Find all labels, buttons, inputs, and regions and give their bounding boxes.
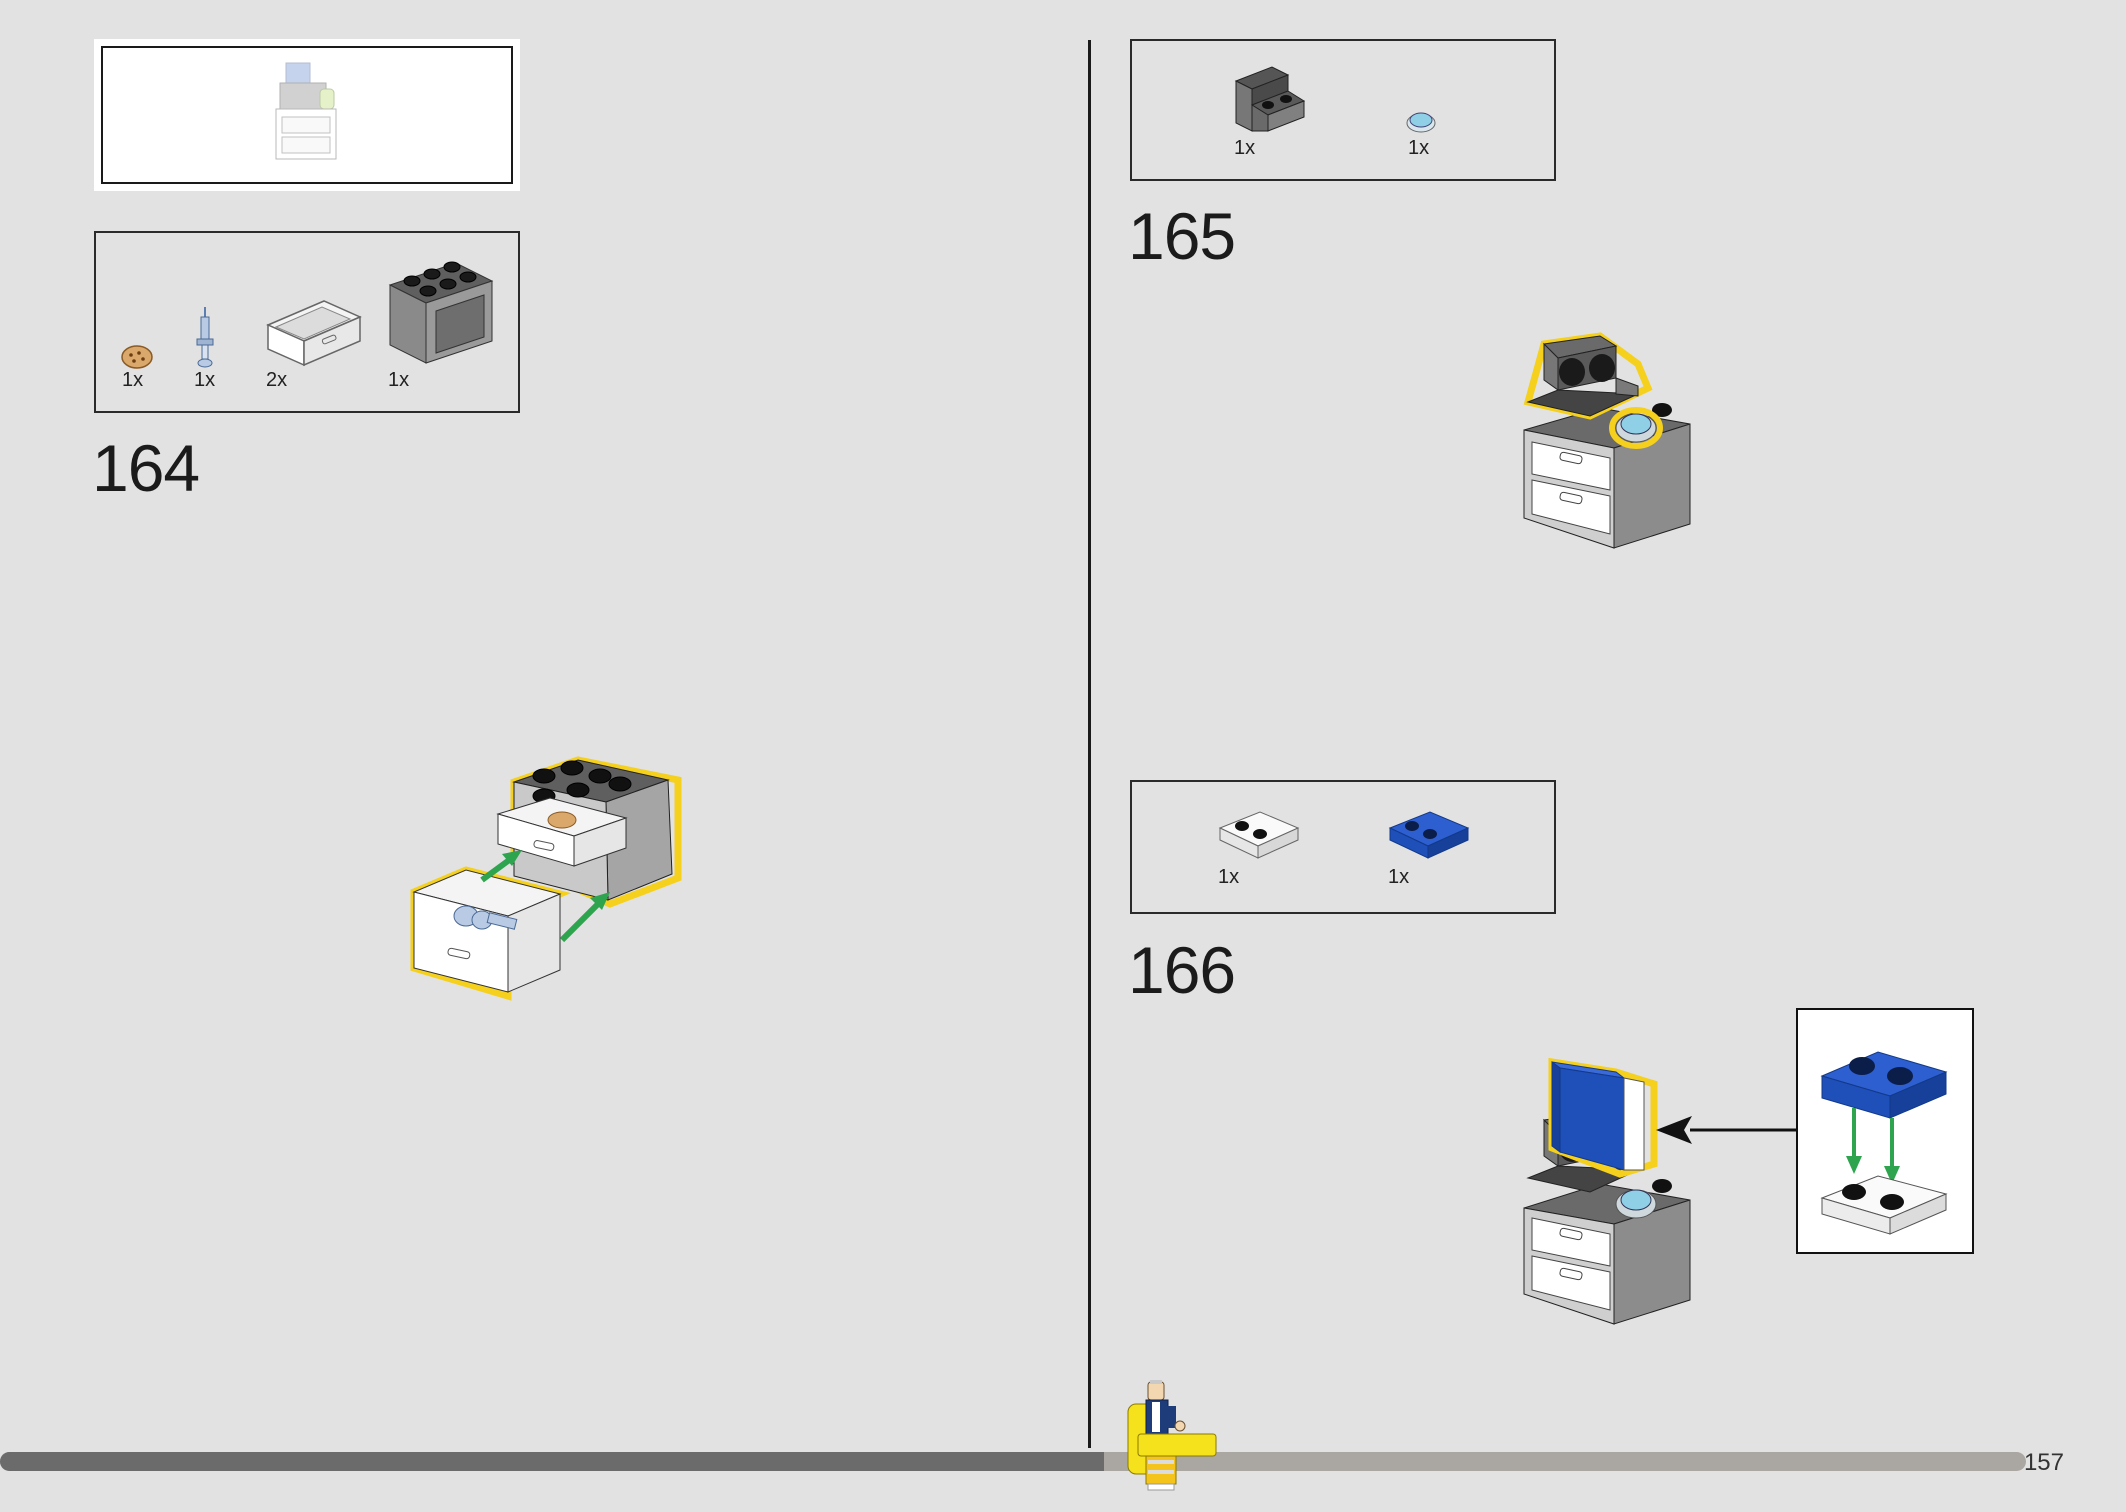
page-divider bbox=[1088, 40, 1091, 1448]
part-qty: 1x bbox=[1234, 137, 1256, 159]
step-166-assembly-illustration bbox=[1523, 1057, 1691, 1325]
step-number: 166 bbox=[1128, 933, 1236, 1007]
submodel-cabinet-preview-icon bbox=[275, 62, 337, 160]
step-166-parts-list: 1x 1x bbox=[1130, 780, 1556, 914]
part-qty: 1x bbox=[1408, 137, 1430, 159]
step-164-assembly-illustration bbox=[410, 756, 682, 1001]
minifigure-progress-icon bbox=[1127, 1380, 1217, 1491]
page-number: 157 bbox=[2023, 1449, 2064, 1476]
progress-fill bbox=[0, 1452, 1105, 1471]
step-164-parts-list: 1x 1x 2x 1x bbox=[94, 231, 520, 413]
step-165-assembly-illustration bbox=[1523, 332, 1691, 549]
instruction-progress-bar bbox=[0, 1452, 2026, 1471]
part-qty: 1x bbox=[122, 369, 144, 391]
part-qty: 1x bbox=[194, 369, 216, 391]
white-plate-2x2-icon bbox=[1218, 811, 1300, 859]
part-qty: 1x bbox=[388, 369, 410, 391]
bracket-plate-icon bbox=[1234, 66, 1306, 132]
step-number: 164 bbox=[92, 431, 200, 505]
plate-stacking-illustration bbox=[1820, 1051, 1948, 1235]
submodel-preview-frame bbox=[94, 39, 520, 191]
drawer-icon bbox=[266, 300, 362, 367]
step-165-parts-list: 1x 1x bbox=[1130, 39, 1556, 181]
blue-plate-2x2-icon bbox=[1388, 811, 1470, 859]
round-tile-clock-icon bbox=[1406, 112, 1436, 133]
step-166-callout bbox=[1796, 1008, 1974, 1254]
part-qty: 1x bbox=[1388, 866, 1410, 888]
step-number: 165 bbox=[1128, 199, 1236, 273]
cabinet-2x3x2-icon bbox=[388, 261, 494, 364]
cookie-tile-icon bbox=[121, 345, 153, 369]
part-qty: 1x bbox=[1218, 866, 1240, 888]
callout-arrow bbox=[1656, 1116, 1800, 1144]
syringe-piece-icon bbox=[196, 307, 214, 368]
part-qty: 2x bbox=[266, 369, 288, 391]
